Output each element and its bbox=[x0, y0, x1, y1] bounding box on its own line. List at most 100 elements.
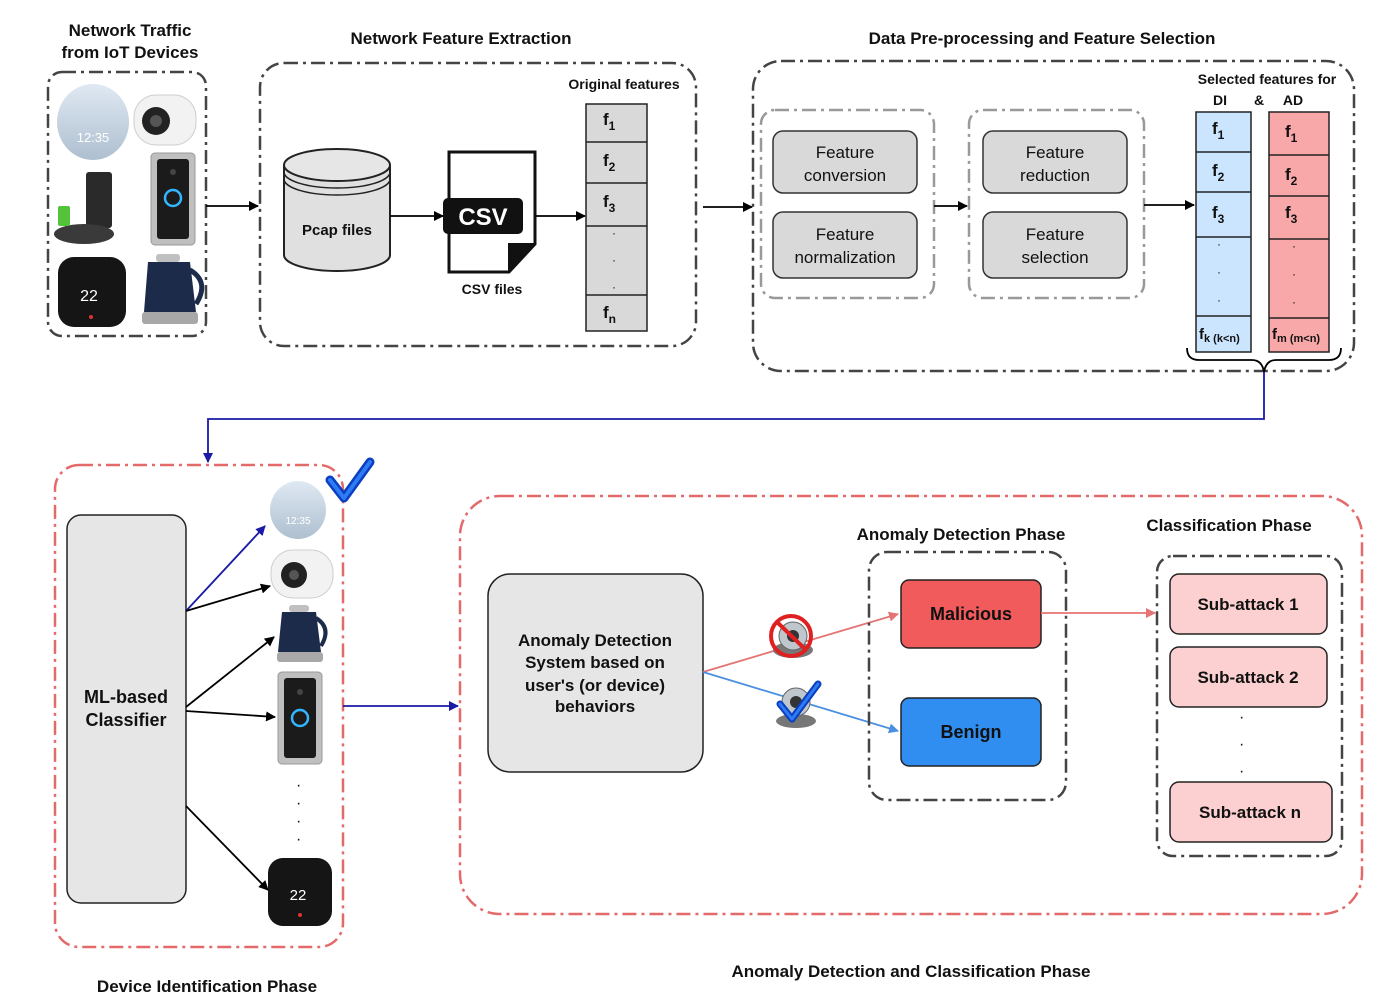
di-dot-2: · bbox=[1217, 265, 1221, 279]
anomaly-system-line1: Anomaly Detection bbox=[518, 631, 672, 650]
original-dot-3: · bbox=[612, 280, 616, 294]
iot-title-line2: from IoT Devices bbox=[62, 43, 199, 62]
original-feature-1: f1 bbox=[603, 110, 616, 133]
ad-dot-3: · bbox=[1292, 295, 1296, 309]
checkmark-icon bbox=[325, 457, 375, 503]
benign-label: Benign bbox=[941, 722, 1002, 742]
feature-selection-line2: selection bbox=[1021, 248, 1088, 267]
feature-normalization-line1: Feature bbox=[816, 225, 875, 244]
di-dot-3: · bbox=[1217, 293, 1221, 307]
approved-camera-icon bbox=[776, 680, 822, 728]
ad-feature-2: f2 bbox=[1285, 165, 1298, 188]
csv-label: CSV files bbox=[462, 281, 523, 297]
di-dot-1: · bbox=[1217, 237, 1221, 251]
pcap-database-icon: Pcap files bbox=[283, 148, 391, 272]
arrow-to-clock bbox=[185, 525, 266, 612]
blocked-camera-icon bbox=[769, 614, 813, 658]
subattack-n-box bbox=[1169, 781, 1333, 843]
feature-normalization-line2: normalization bbox=[794, 248, 895, 267]
extraction-section: Network Feature Extraction Pcap files CS… bbox=[258, 29, 698, 348]
security-camera-icon bbox=[133, 94, 197, 146]
original-feature-n: fn bbox=[603, 303, 616, 326]
identified-thermostat-temp: 22 bbox=[290, 887, 307, 904]
selected-ad-label: AD bbox=[1283, 92, 1303, 108]
robot-vacuum-icon bbox=[54, 172, 114, 244]
ad-feature-3: f3 bbox=[1285, 203, 1298, 226]
csv-file-icon: CSV bbox=[443, 150, 537, 274]
feature-normalization-box bbox=[772, 211, 918, 279]
device-id-title: Device Identification Phase bbox=[97, 977, 317, 996]
subattack-dot-1: · bbox=[1239, 709, 1244, 726]
subattack-n-label: Sub-attack n bbox=[1199, 803, 1301, 822]
identified-kettle-icon bbox=[277, 605, 328, 662]
original-dot-1: · bbox=[612, 226, 616, 240]
clock-time: 12:35 bbox=[77, 130, 110, 145]
arrow-to-kettle bbox=[185, 636, 275, 708]
original-dot-2: · bbox=[612, 253, 616, 267]
smart-clock-icon: 12:35 bbox=[57, 84, 129, 160]
arrow-to-doorbell bbox=[185, 710, 276, 722]
smart-kettle-icon bbox=[142, 254, 205, 324]
ml-classifier-box bbox=[66, 514, 187, 904]
identified-clock-time: 12:35 bbox=[285, 516, 310, 527]
original-feature-3: f3 bbox=[603, 192, 616, 215]
iot-devices-section: Network Traffic from IoT Devices 12:35 bbox=[46, 21, 208, 338]
device-dot-2: · bbox=[296, 795, 301, 812]
identified-doorbell-icon bbox=[277, 671, 323, 765]
arrow-selected-to-device-id bbox=[203, 372, 1265, 463]
arrow-to-thermostat bbox=[185, 805, 269, 891]
classification-phase-border bbox=[1155, 554, 1344, 858]
classifier-line1: ML-based bbox=[84, 687, 168, 707]
conversion-group-border bbox=[759, 108, 936, 300]
identified-camera-icon bbox=[270, 549, 334, 599]
classification-phase-title: Classification Phase bbox=[1146, 516, 1311, 535]
di-feature-2: f2 bbox=[1212, 161, 1225, 184]
anomaly-class-title: Anomaly Detection and Classification Pha… bbox=[732, 962, 1091, 981]
ad-feature-1: f1 bbox=[1285, 122, 1298, 145]
feature-conversion-line1: Feature bbox=[816, 143, 875, 162]
device-identification-section: ML-based Classifier 12:35 bbox=[53, 457, 375, 949]
original-feature-2: f2 bbox=[603, 151, 616, 174]
di-feature-1: f1 bbox=[1212, 119, 1225, 142]
preprocessing-section: Data Pre-processing and Feature Selectio… bbox=[751, 29, 1356, 373]
subattack-1-label: Sub-attack 1 bbox=[1197, 595, 1298, 614]
ad-dot-2: · bbox=[1292, 267, 1296, 281]
selected-amp: & bbox=[1254, 92, 1264, 108]
feature-selection-box bbox=[982, 211, 1128, 279]
feature-conversion-box bbox=[772, 130, 918, 194]
di-features-column: f1 f2 f3 · · · fk (k<n) bbox=[1195, 111, 1252, 353]
selected-di-label: DI bbox=[1213, 92, 1227, 108]
thermostat-temp: 22 bbox=[80, 288, 98, 305]
preprocessing-border bbox=[751, 59, 1356, 373]
extraction-border bbox=[258, 61, 698, 348]
feature-conversion-line2: conversion bbox=[804, 166, 886, 185]
identified-thermostat-icon: 22 bbox=[268, 858, 332, 926]
iot-devices-border bbox=[46, 70, 208, 338]
subattack-1-box bbox=[1169, 573, 1328, 635]
anomaly-system-box bbox=[487, 573, 704, 773]
iot-title-line1: Network Traffic bbox=[69, 21, 192, 40]
subattack-2-label: Sub-attack 2 bbox=[1197, 668, 1298, 687]
malicious-label: Malicious bbox=[930, 604, 1012, 624]
csv-icon-text: CSV bbox=[458, 204, 507, 231]
ad-feature-m: fm (m<n) bbox=[1272, 326, 1320, 345]
anomaly-system-line2: System based on bbox=[525, 653, 665, 672]
video-doorbell-icon bbox=[150, 152, 196, 246]
feature-selection-line1: Feature bbox=[1026, 225, 1085, 244]
reduction-group-border bbox=[967, 108, 1146, 300]
anomaly-class-border bbox=[458, 494, 1364, 916]
selected-features-title: Selected features for bbox=[1198, 71, 1337, 87]
preprocessing-title: Data Pre-processing and Feature Selectio… bbox=[869, 29, 1216, 48]
smart-thermostat-icon: 22 bbox=[58, 257, 126, 327]
pcap-label: Pcap files bbox=[302, 222, 372, 239]
subattack-2-box bbox=[1169, 646, 1328, 708]
original-features-label: Original features bbox=[568, 76, 679, 92]
original-features-column: f1 f2 f3 · · · fn bbox=[585, 103, 648, 332]
di-feature-3: f3 bbox=[1212, 203, 1225, 226]
feature-reduction-line2: reduction bbox=[1020, 166, 1090, 185]
anomaly-system-line3: user's (or device) bbox=[525, 676, 665, 695]
subattack-dot-3: · bbox=[1239, 763, 1244, 780]
identified-clock-icon: 12:35 bbox=[270, 481, 326, 539]
